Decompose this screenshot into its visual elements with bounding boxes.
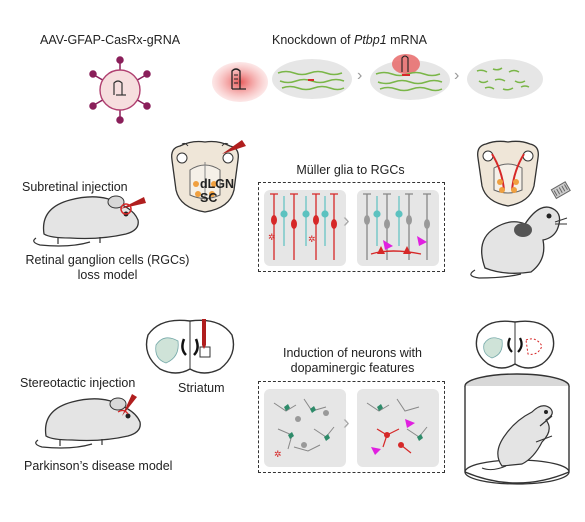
vector-label: AAV-GFAP-CasRx-gRNA — [40, 33, 181, 47]
svg-text:✲: ✲ — [274, 449, 282, 459]
mouse-head-top-view — [477, 140, 539, 207]
cylinder-test-icon — [464, 373, 570, 485]
mrna-targeted-icon — [370, 54, 450, 100]
arrow-icon: › — [454, 67, 460, 84]
retina-after-illustration — [357, 190, 439, 266]
brain-coronal-section — [475, 320, 555, 369]
muller-glia-title: Müller glia to RGCs — [296, 163, 405, 177]
striatum-label: Striatum — [178, 381, 225, 395]
arrow-icon: › — [343, 210, 350, 232]
rgc-model-line1: Retinal ganglion cells (RGCs) — [25, 253, 190, 267]
brain-coronal-section — [145, 319, 235, 374]
injection-needle-icon — [120, 197, 146, 215]
sitting-mouse-icon — [470, 181, 571, 279]
arrow-icon: › — [343, 412, 350, 434]
mrna-intact-icon — [272, 59, 352, 99]
injection-needle-icon — [117, 394, 137, 416]
sc-label: SC — [200, 191, 218, 205]
arrow-icon: › — [357, 67, 363, 84]
knockdown-label: Knockdown of Ptbp1 mRNA — [272, 33, 427, 48]
casrx-glow-icon — [212, 62, 268, 102]
parkinsons-model-label: Parkinson’s disease model — [24, 459, 173, 473]
striatum-after-illustration — [357, 389, 439, 467]
knockdown-suffix: mRNA — [386, 33, 427, 47]
striatum-panel — [258, 381, 445, 473]
gene-name: Ptbp1 — [354, 33, 387, 47]
mrna-degraded-icon — [467, 59, 543, 99]
retina-before-illustration: ✲ ✲ — [264, 190, 346, 266]
svg-text:✲: ✲ — [268, 232, 276, 242]
aav-virus-icon — [89, 56, 151, 124]
retina-panel — [258, 182, 445, 272]
dopaminergic-title-line2: dopaminergic features — [290, 361, 415, 375]
stereotactic-injection-label: Stereotactic injection — [20, 376, 136, 390]
knockdown-prefix: Knockdown of — [272, 33, 354, 47]
subretinal-injection-label: Subretinal injection — [22, 180, 128, 194]
striatum-before-illustration: ✲ — [264, 389, 346, 467]
dopaminergic-title-line1: Induction of neurons with — [283, 346, 422, 360]
mouse-icon — [33, 195, 139, 247]
mouse-head-top-view — [171, 140, 246, 213]
svg-text:✲: ✲ — [308, 234, 316, 244]
dlgn-label: dLGN — [200, 177, 235, 191]
rgc-model-line2: loss model — [77, 268, 138, 282]
mouse-icon — [35, 397, 141, 449]
